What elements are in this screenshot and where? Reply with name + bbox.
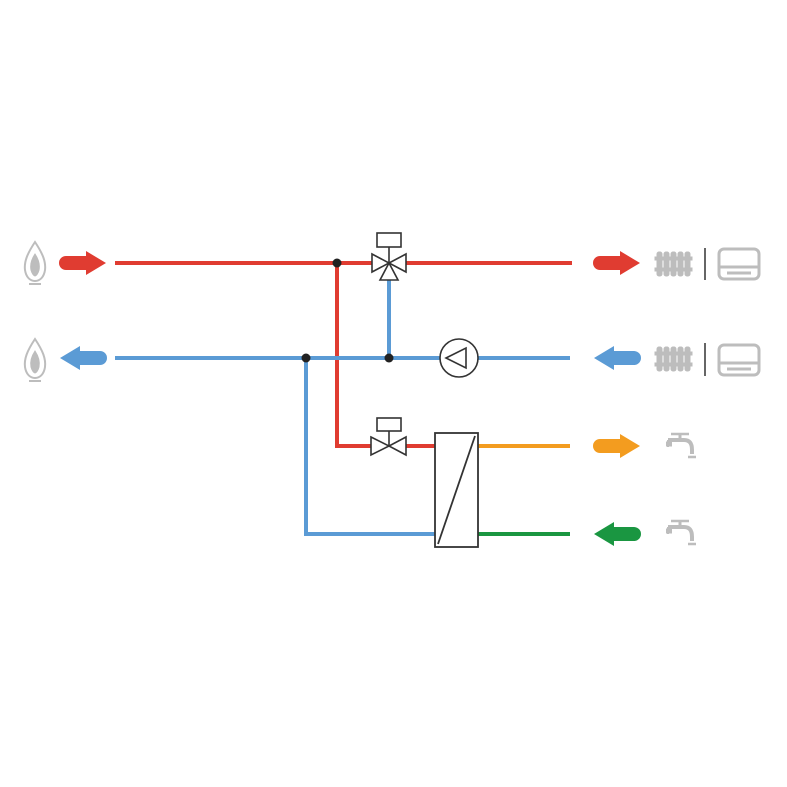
water-tap-icon xyxy=(666,434,696,457)
heat-exchanger xyxy=(434,432,479,548)
valve-port-left xyxy=(371,252,391,274)
water-tap-icon xyxy=(666,521,696,544)
radiator-icon xyxy=(654,251,693,277)
three-way-valve xyxy=(371,232,407,281)
junction-bypass xyxy=(384,353,394,363)
valve2-port-right xyxy=(387,435,407,457)
floor-heating-icon xyxy=(717,343,761,377)
gas-flame-icon xyxy=(23,338,47,382)
return-in-arrow xyxy=(594,346,641,370)
valve-actuator xyxy=(376,232,402,248)
floor-heating-icon xyxy=(717,247,761,281)
two-way-valve xyxy=(370,417,407,457)
dhw-hot-out-arrow xyxy=(593,434,640,458)
junction-supply-branch xyxy=(332,258,342,268)
valve2-port-left xyxy=(370,435,391,457)
circulation-pump xyxy=(439,338,479,378)
valve2-actuator xyxy=(376,417,402,432)
gas-flame-icon xyxy=(23,241,47,285)
supply-in-arrow xyxy=(59,251,106,275)
radiator-icon xyxy=(654,346,693,372)
valve-port-bottom xyxy=(378,261,400,281)
supply-branch-pipe xyxy=(335,263,371,448)
junction-return-branch xyxy=(301,353,311,363)
dhw-cold-in-arrow xyxy=(594,522,641,546)
valve-port-right xyxy=(387,252,407,274)
hx-diagonal xyxy=(437,435,476,545)
hx-primary-outlet-pipe xyxy=(304,358,435,536)
return-out-arrow xyxy=(60,346,107,370)
supply-out-arrow xyxy=(593,251,640,275)
pipes xyxy=(115,261,572,536)
pump-direction-triangle xyxy=(444,346,467,370)
junctions xyxy=(301,258,394,363)
icons xyxy=(23,241,761,544)
flow-arrows xyxy=(59,251,641,546)
